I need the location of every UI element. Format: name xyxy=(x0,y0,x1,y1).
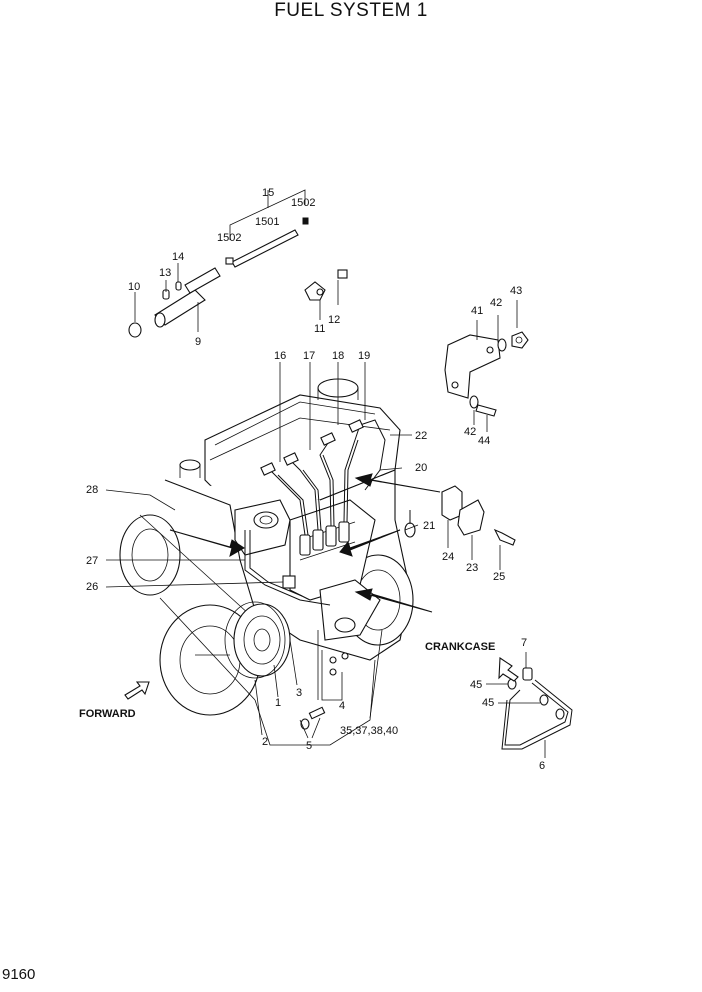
fuel-return-pipe xyxy=(501,667,573,750)
callout-27: 27 xyxy=(86,555,98,567)
callout-17: 17 xyxy=(303,350,315,362)
callout-14: 14 xyxy=(172,251,184,263)
leader-lines xyxy=(105,263,546,758)
callout-28: 28 xyxy=(86,484,98,496)
gear-plate-assembly xyxy=(224,601,291,679)
crankcase-label: CRANKCASE xyxy=(425,641,495,653)
injection-pipes xyxy=(244,419,386,606)
callout-15: 15 xyxy=(262,187,274,199)
callout-12: 12 xyxy=(328,314,340,326)
callout-23: 23 xyxy=(466,562,478,574)
callout-10: 10 xyxy=(128,281,140,293)
callout-1: 1 xyxy=(275,697,281,709)
bracket-41-group xyxy=(444,331,529,417)
callout-labels: 15 1502 1501 1502 14 13 10 9 11 12 43 42… xyxy=(79,187,545,772)
brackets-20-25 xyxy=(404,485,516,546)
callout-1502a: 1502 xyxy=(217,232,241,244)
callout-19: 19 xyxy=(358,350,370,362)
callout-16: 16 xyxy=(274,350,286,362)
callout-5: 5 xyxy=(306,740,312,752)
direction-markers xyxy=(124,657,519,700)
callout-1501: 1501 xyxy=(255,216,279,228)
injector-nozzle-group xyxy=(128,189,309,338)
callout-45b: 45 xyxy=(482,697,494,709)
callout-45a: 45 xyxy=(470,679,482,691)
small-fasteners xyxy=(300,652,349,730)
callout-44: 44 xyxy=(478,435,490,447)
callout-25: 25 xyxy=(493,571,505,583)
bracket-11-12 xyxy=(304,269,348,320)
callout-6: 6 xyxy=(539,760,545,772)
callout-41: 41 xyxy=(471,305,483,317)
pointer-arrows xyxy=(169,473,441,613)
callout-20: 20 xyxy=(415,462,427,474)
forward-label: FORWARD xyxy=(79,708,136,720)
callout-43: 43 xyxy=(510,285,522,297)
callout-21: 21 xyxy=(423,520,435,532)
callout-1502b: 1502 xyxy=(291,197,315,209)
callout-42a: 42 xyxy=(490,297,502,309)
callout-4: 4 xyxy=(339,700,345,712)
callout-2: 2 xyxy=(262,736,268,748)
page-number: 9160 xyxy=(2,966,36,983)
callout-11: 11 xyxy=(314,323,325,335)
callout-26: 26 xyxy=(86,581,98,593)
engine-block xyxy=(119,378,414,746)
callout-13: 13 xyxy=(159,267,171,279)
callout-3: 3 xyxy=(296,687,302,699)
callout-42b: 42 xyxy=(464,426,476,438)
callout-24: 24 xyxy=(442,551,454,563)
callout-18: 18 xyxy=(332,350,344,362)
callout-22: 22 xyxy=(415,430,427,442)
page-title: FUEL SYSTEM 1 xyxy=(274,0,428,21)
callout-35-37-38-40: 35,37,38,40 xyxy=(340,725,398,737)
callout-9: 9 xyxy=(195,336,201,348)
callout-7: 7 xyxy=(521,637,527,649)
